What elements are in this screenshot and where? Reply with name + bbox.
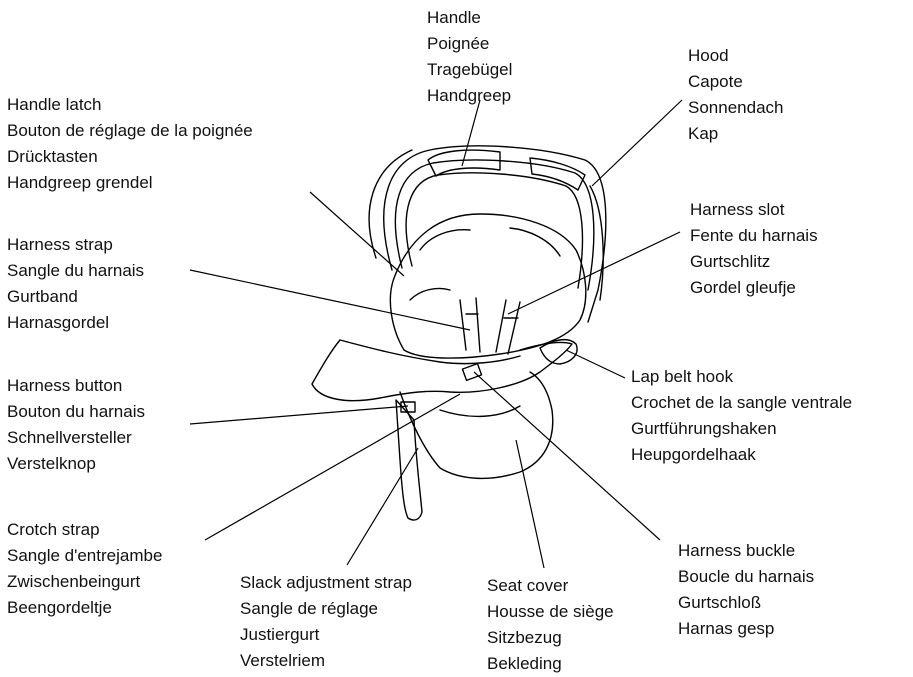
label-handle-latch-en: Handle latch bbox=[7, 92, 253, 118]
label-harness-button-fr: Bouton du harnais bbox=[7, 399, 145, 425]
label-slack-strap-en: Slack adjustment strap bbox=[240, 570, 412, 596]
label-seat-cover: Seat cover Housse de siège Sitzbezug Bek… bbox=[487, 573, 614, 677]
label-harness-slot-nl: Gordel gleufje bbox=[690, 275, 818, 301]
leader-harness-strap bbox=[190, 270, 470, 330]
label-harness-buckle-nl: Harnas gesp bbox=[678, 616, 814, 642]
label-harness-buckle-de: Gurtschloß bbox=[678, 590, 814, 616]
label-hood: Hood Capote Sonnendach Kap bbox=[688, 43, 783, 147]
label-crotch-strap: Crotch strap Sangle d'entrejambe Zwische… bbox=[7, 517, 162, 621]
label-harness-buckle-fr: Boucle du harnais bbox=[678, 564, 814, 590]
label-harness-strap: Harness strap Sangle du harnais Gurtband… bbox=[7, 232, 144, 336]
label-lap-belt-hook-fr: Crochet de la sangle ventrale bbox=[631, 390, 852, 416]
label-slack-strap-de: Justiergurt bbox=[240, 622, 412, 648]
leader-slack-strap bbox=[347, 448, 418, 565]
label-seat-cover-de: Sitzbezug bbox=[487, 625, 614, 651]
label-harness-strap-fr: Sangle du harnais bbox=[7, 258, 144, 284]
label-crotch-strap-nl: Beengordeltje bbox=[7, 595, 162, 621]
label-handle-fr: Poignée bbox=[427, 31, 512, 57]
label-handle-latch-de: Drücktasten bbox=[7, 144, 253, 170]
label-handle-latch: Handle latch Bouton de réglage de la poi… bbox=[7, 92, 253, 196]
label-handle-latch-nl: Handgreep grendel bbox=[7, 170, 253, 196]
label-slack-strap: Slack adjustment strap Sangle de réglage… bbox=[240, 570, 412, 674]
label-seat-cover-fr: Housse de siège bbox=[487, 599, 614, 625]
leader-harness-button bbox=[190, 406, 408, 424]
label-crotch-strap-fr: Sangle d'entrejambe bbox=[7, 543, 162, 569]
label-harness-slot: Harness slot Fente du harnais Gurtschlit… bbox=[690, 197, 818, 301]
seat-shell bbox=[390, 214, 585, 358]
label-hood-en: Hood bbox=[688, 43, 783, 69]
label-crotch-strap-de: Zwischenbeingurt bbox=[7, 569, 162, 595]
label-harness-button: Harness button Bouton du harnais Schnell… bbox=[7, 373, 145, 477]
label-harness-slot-en: Harness slot bbox=[690, 197, 818, 223]
label-handle-en: Handle bbox=[427, 5, 512, 31]
label-handle-nl: Handgreep bbox=[427, 83, 512, 109]
label-harness-slot-de: Gurtschlitz bbox=[690, 249, 818, 275]
leader-handle bbox=[462, 100, 480, 166]
seat-cover-front bbox=[400, 372, 553, 478]
label-hood-nl: Kap bbox=[688, 121, 783, 147]
label-lap-belt-hook-nl: Heupgordelhaak bbox=[631, 442, 852, 468]
seat-base bbox=[312, 340, 572, 401]
label-handle: Handle Poignée Tragebügel Handgreep bbox=[427, 5, 512, 109]
label-crotch-strap-en: Crotch strap bbox=[7, 517, 162, 543]
label-handle-de: Tragebügel bbox=[427, 57, 512, 83]
label-slack-strap-fr: Sangle de réglage bbox=[240, 596, 412, 622]
label-harness-buckle: Harness buckle Boucle du harnais Gurtsch… bbox=[678, 538, 814, 642]
label-seat-cover-en: Seat cover bbox=[487, 573, 614, 599]
leader-hood bbox=[592, 100, 682, 186]
car-seat-illustration bbox=[312, 146, 606, 520]
label-harness-buckle-en: Harness buckle bbox=[678, 538, 814, 564]
leader-lines bbox=[190, 100, 682, 568]
label-seat-cover-nl: Bekleding bbox=[487, 651, 614, 677]
label-lap-belt-hook-en: Lap belt hook bbox=[631, 364, 852, 390]
label-handle-latch-fr: Bouton de réglage de la poignée bbox=[7, 118, 253, 144]
label-slack-strap-nl: Verstelriem bbox=[240, 648, 412, 674]
leader-handle-latch bbox=[310, 192, 404, 276]
leader-crotch-strap bbox=[205, 394, 460, 540]
label-harness-strap-de: Gurtband bbox=[7, 284, 144, 310]
label-harness-strap-nl: Harnasgordel bbox=[7, 310, 144, 336]
harness-straps bbox=[460, 298, 520, 354]
label-lap-belt-hook: Lap belt hook Crochet de la sangle ventr… bbox=[631, 364, 852, 468]
label-lap-belt-hook-de: Gurtführungshaken bbox=[631, 416, 852, 442]
leader-lap-belt-hook bbox=[566, 350, 625, 378]
label-hood-fr: Capote bbox=[688, 69, 783, 95]
label-harness-slot-fr: Fente du harnais bbox=[690, 223, 818, 249]
label-harness-strap-en: Harness strap bbox=[7, 232, 144, 258]
label-harness-button-nl: Verstelknop bbox=[7, 451, 145, 477]
label-hood-de: Sonnendach bbox=[688, 95, 783, 121]
label-harness-button-de: Schnellversteller bbox=[7, 425, 145, 451]
label-harness-button-en: Harness button bbox=[7, 373, 145, 399]
buckle-shape bbox=[462, 364, 481, 381]
